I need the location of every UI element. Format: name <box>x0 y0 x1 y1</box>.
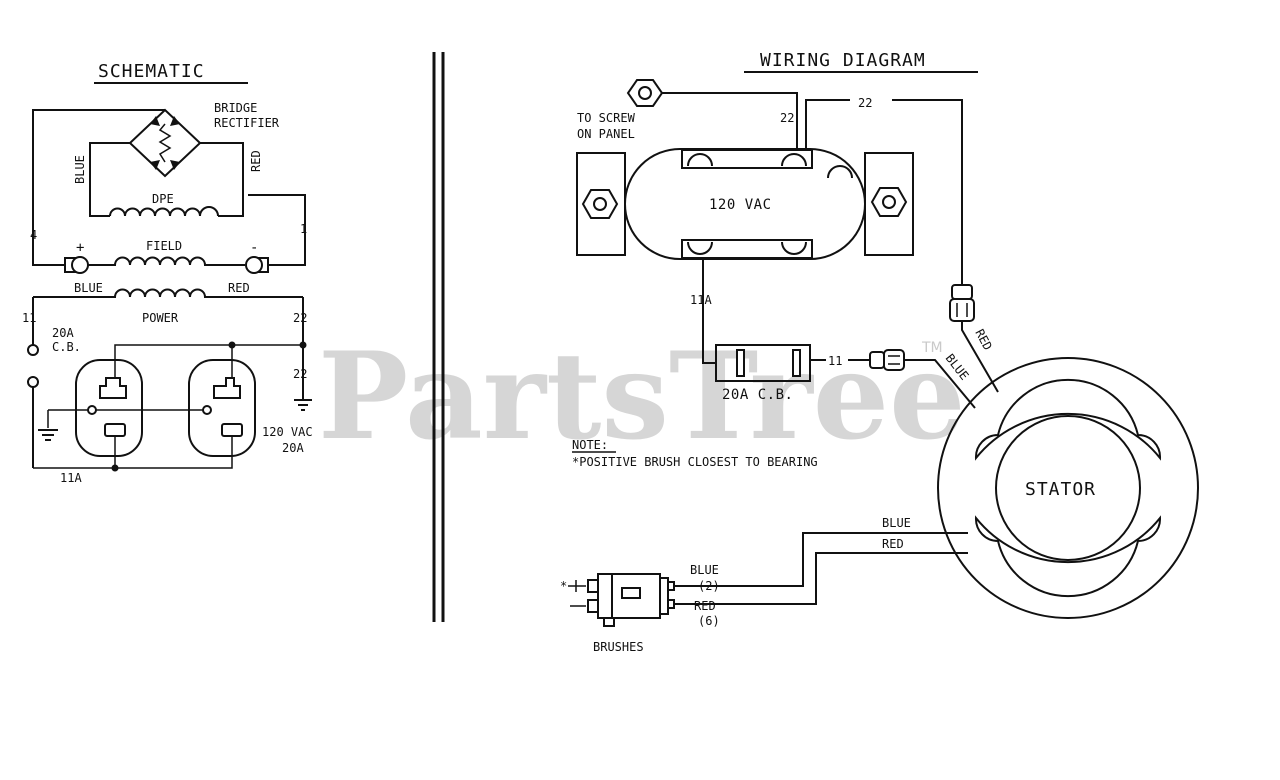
red-wire-label: RED <box>972 327 995 353</box>
vac-label-1: 120 VAC <box>262 425 313 439</box>
pin-6-label: (6) <box>698 614 720 628</box>
dpe-label: DPE <box>152 192 174 206</box>
breaker-label: 20A C.B. <box>722 387 793 403</box>
bridge-right-wire <box>200 142 244 217</box>
terminal-22-bottom-label: 22 <box>293 367 307 381</box>
brushes-label: BRUSHES <box>593 640 644 654</box>
field-coil <box>88 256 245 266</box>
schematic-title: SCHEMATIC <box>98 61 205 82</box>
blue-wire <box>904 359 976 409</box>
wire-22-right <box>892 99 963 285</box>
blue-power-label: BLUE <box>74 281 103 295</box>
label-11a: 11A <box>690 293 712 307</box>
bridge-left-wire <box>89 142 130 217</box>
circuit-breaker <box>715 344 811 382</box>
panel-screw-nut <box>626 79 664 107</box>
watermark: PartsTree TM <box>318 326 965 467</box>
stator-label: STATOR <box>1025 479 1096 500</box>
terminal-11a-label: 11A <box>60 471 82 485</box>
wiring-section: WIRING DIAGRAM TO SCREW ON PANEL 22 22 <box>560 50 1199 654</box>
wiring-title: WIRING DIAGRAM <box>760 50 926 71</box>
blue-brush-label: BLUE <box>690 563 719 577</box>
note-text: *POSITIVE BRUSH CLOSEST TO BEARING <box>572 455 818 469</box>
dpe-coil <box>109 206 219 217</box>
wire-11a <box>702 258 716 364</box>
red-stator-label: RED <box>882 537 904 551</box>
brush-assembly <box>568 573 675 627</box>
plus-sign: + <box>76 240 85 256</box>
bullet-connector-red <box>949 284 975 322</box>
watermark-text: PartsTree <box>318 326 965 467</box>
bridge-label-2: RECTIFIER <box>214 116 280 130</box>
minus-sign: - <box>250 240 259 256</box>
bridge-label-1: BRIDGE <box>214 101 257 115</box>
power-label: POWER <box>142 311 179 325</box>
cb-label-1: 20A <box>52 326 74 340</box>
receptacle-right <box>188 359 256 457</box>
pin-2-label: (2) <box>698 579 720 593</box>
breaker-contact-bottom <box>27 376 39 388</box>
receptacle-left <box>75 359 143 457</box>
red-brush-label: RED <box>694 599 716 613</box>
label-22-left: 22 <box>780 111 794 125</box>
stator <box>937 357 1199 619</box>
note-title: NOTE: <box>572 438 608 452</box>
power-coil <box>33 288 303 298</box>
terminal-1-label: 1 <box>300 222 307 236</box>
field-label: FIELD <box>146 239 182 253</box>
screw-wire <box>662 92 798 150</box>
receptacle-label: 120 VAC <box>709 197 772 213</box>
stator-blue-wire <box>674 532 968 587</box>
to-screw-label-1: TO SCREW <box>577 111 636 125</box>
terminal-11-label: 11 <box>22 311 36 325</box>
terminal-4-label: 4 <box>30 228 37 242</box>
label-11: 11 <box>828 354 842 368</box>
cb-label-2: C.B. <box>52 340 81 354</box>
outer-right-wire <box>248 194 306 266</box>
wire-22 <box>805 99 850 150</box>
terminal-22-top-label: 22 <box>293 311 307 325</box>
brush-minus-terminal <box>245 256 263 274</box>
center-divider <box>432 52 445 622</box>
label-22-right: 22 <box>858 96 872 110</box>
brush-plus-terminal <box>71 256 89 274</box>
stator-red-wire <box>674 552 968 605</box>
brush-star: * <box>560 579 567 593</box>
to-screw-label-2: ON PANEL <box>577 127 635 141</box>
vac-label-2: 20A <box>282 441 304 455</box>
schematic-section: SCHEMATIC BRIDGE RECTIFIER BLUE RED DPE … <box>22 61 313 485</box>
outer-left-wire <box>32 109 165 266</box>
red-wire <box>961 321 999 393</box>
breaker-contact-top <box>27 344 39 356</box>
blue-vertical-label: BLUE <box>73 155 87 184</box>
blue-stator-label: BLUE <box>882 516 911 530</box>
bridge-rectifier <box>128 108 202 178</box>
red-vertical-label: RED <box>249 150 263 172</box>
watermark-tm: TM <box>921 340 943 356</box>
red-power-label: RED <box>228 281 250 295</box>
receptacle-hot-bus <box>114 344 233 378</box>
